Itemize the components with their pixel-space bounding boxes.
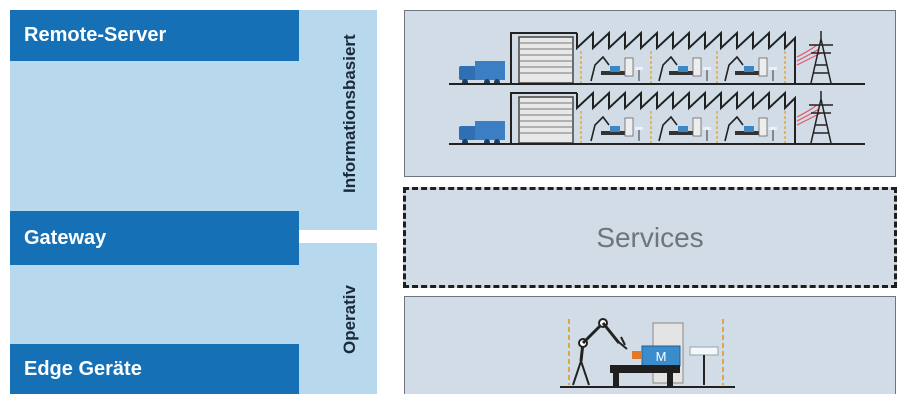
- operative-layer-band: [299, 243, 377, 394]
- services-label: Services: [596, 221, 704, 253]
- remote-server-box: Remote-Server: [10, 10, 299, 61]
- gateway-box: Gateway: [10, 211, 299, 265]
- machine-panel: M: [404, 296, 896, 394]
- edge-devices-box: Edge Geräte: [10, 344, 299, 394]
- operative-layer-label: Operativ: [340, 285, 359, 355]
- informational-layer-label: Informationsbasiert: [340, 34, 359, 194]
- factory-panel: [404, 10, 896, 177]
- factory-illustration: [448, 30, 866, 146]
- machine-m-label: M: [656, 349, 667, 364]
- left-background-column: [10, 10, 299, 394]
- services-box: Services: [403, 187, 897, 288]
- informational-layer-band: [299, 10, 377, 230]
- machine-illustration: M: [560, 318, 735, 388]
